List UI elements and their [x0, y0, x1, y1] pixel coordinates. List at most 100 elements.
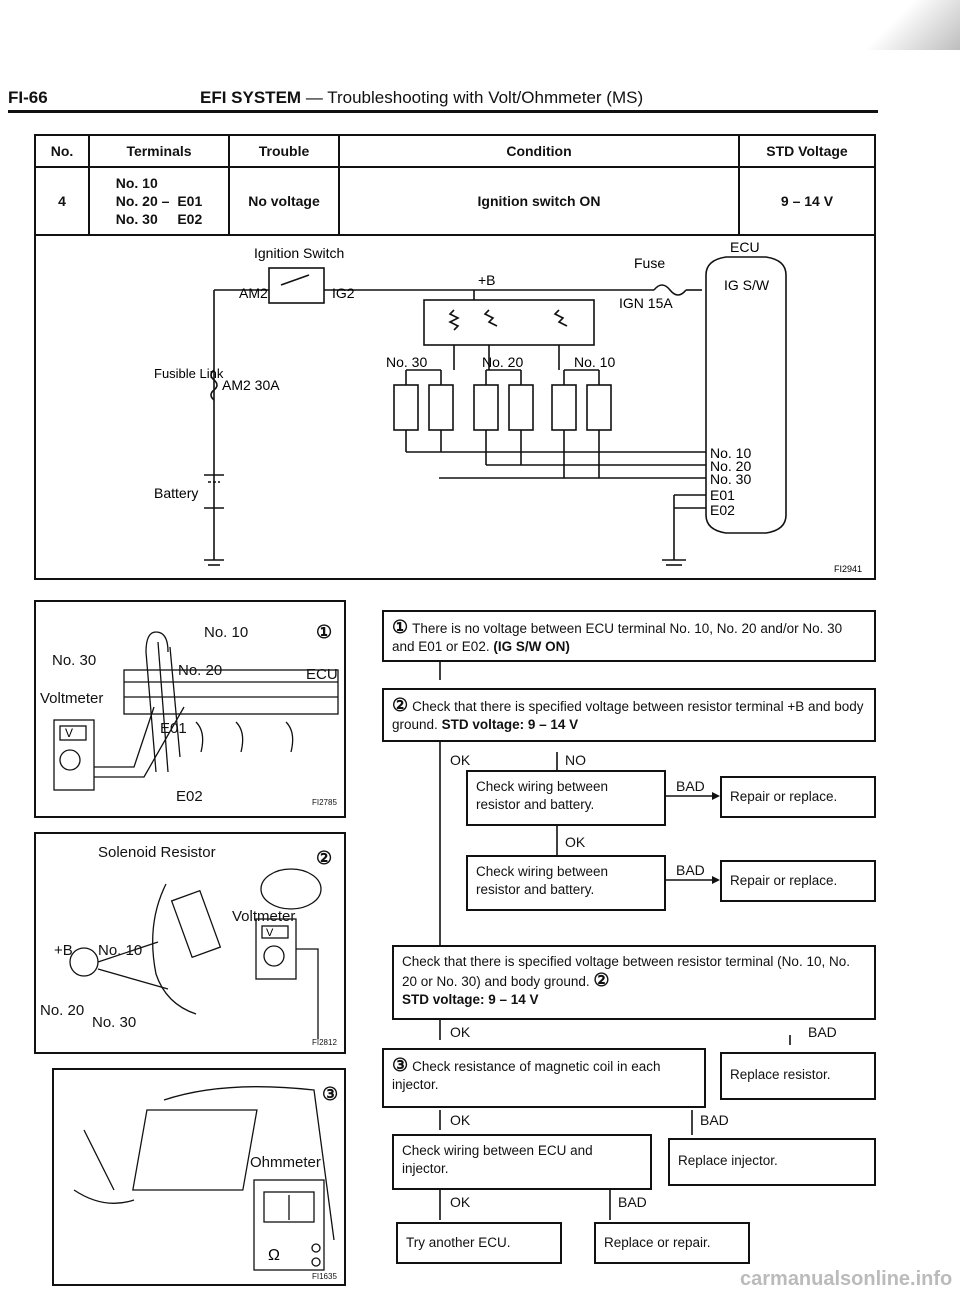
picture-resistor-voltmeter: V ② Solenoid Resistor Voltmeter +B No. 1…	[34, 832, 346, 1054]
step-number: ②	[593, 970, 610, 990]
step-std-voltage: STD voltage: 9 – 14 V	[441, 717, 579, 732]
spec-table: No. Terminals Trouble Condition STD Volt…	[34, 134, 876, 236]
cell-trouble: No voltage	[228, 166, 340, 236]
ohm-symbol: Ω	[268, 1247, 280, 1264]
label-ignition-switch: Ignition Switch	[254, 245, 344, 261]
ecu-terminal-e01: E01	[710, 487, 735, 503]
label-no20: No. 20	[482, 354, 523, 370]
bad-label: BAD	[676, 862, 705, 878]
flow-replace-injector: Replace injector.	[668, 1138, 876, 1186]
step-number: ②	[392, 695, 409, 715]
watermark: carmanualsonline.info	[740, 1268, 953, 1290]
label-plus-b: +B	[478, 272, 496, 288]
label: E02	[176, 788, 203, 805]
label: No. 30	[92, 1014, 137, 1031]
flow-try-another-ecu: Try another ECU.	[396, 1222, 562, 1264]
step-std-voltage: STD voltage: 9 – 14 V	[402, 992, 539, 1007]
page-code: FI-66	[8, 88, 48, 107]
figure-code: FI2785	[312, 798, 337, 807]
label: Solenoid Resistor	[98, 844, 216, 861]
step-badge: ①	[316, 622, 333, 642]
picture-ohmmeter: Ω ③ Ohmmeter FI1635	[52, 1068, 346, 1286]
ok-label: OK	[450, 1024, 471, 1040]
step-number: ①	[392, 617, 409, 637]
cell-terminals: No. 10 No. 20 – No. 30 E01 E02	[88, 166, 230, 236]
cell-no: 4	[34, 166, 90, 236]
ok-label: OK	[450, 752, 471, 768]
label-ig2: IG2	[332, 285, 355, 301]
cell-std-voltage: 9 – 14 V	[738, 166, 876, 236]
figure-code: FI2941	[834, 564, 862, 574]
ok-label: OK	[450, 1112, 471, 1128]
voltmeter-display: V	[266, 927, 274, 939]
label-ig-sw: IG S/W	[724, 277, 770, 293]
label-fuse: Fuse	[634, 255, 665, 271]
label: No. 30	[52, 652, 97, 669]
label-fuse-rating: IGN 15A	[619, 295, 673, 311]
flow-repair-1: Repair or replace.	[720, 776, 876, 818]
col-no: No.	[34, 134, 90, 168]
circuit-diagram-frame	[34, 230, 876, 580]
label-am2-30a: AM2 30A	[222, 377, 280, 393]
step-number: ③	[392, 1055, 409, 1075]
figure-code: FI2812	[312, 1038, 337, 1047]
flow-step-3: Check that there is specified voltage be…	[392, 945, 876, 1020]
spec-header-row: No. Terminals Trouble Condition STD Volt…	[34, 134, 876, 168]
bad-label: BAD	[700, 1112, 729, 1128]
step-condition: (IG S/W ON)	[493, 639, 570, 654]
label-no10: No. 10	[574, 354, 615, 370]
voltmeter-display: V	[65, 726, 73, 740]
label: Voltmeter	[40, 690, 104, 707]
label-no30: No. 30	[386, 354, 427, 370]
page-title: EFI SYSTEM — Troubleshooting with Volt/O…	[200, 88, 644, 107]
label: No. 10	[204, 624, 249, 641]
col-condition: Condition	[338, 134, 740, 168]
step-badge: ③	[322, 1084, 339, 1104]
flow-check-wiring-ecu: Check wiring between ECU and injector.	[392, 1134, 652, 1190]
flow-replace-or-repair: Replace or repair.	[594, 1222, 750, 1264]
label-battery: Battery	[154, 485, 198, 501]
label: No. 10	[98, 942, 143, 959]
col-trouble: Trouble	[228, 134, 340, 168]
ok-label: OK	[450, 1194, 471, 1210]
ecu-terminal-e02: E02	[710, 502, 735, 518]
label-ecu: ECU	[730, 239, 760, 255]
label-am2: AM2	[239, 285, 268, 301]
label: No. 20	[40, 1002, 85, 1019]
ohmmeter-illustration: Ω	[73, 1086, 335, 1271]
no-label: NO	[565, 752, 586, 768]
col-std-voltage: STD Voltage	[738, 134, 876, 168]
cell-condition: Ignition switch ON	[338, 166, 740, 236]
label: E01	[160, 720, 187, 737]
flow-repair-2: Repair or replace.	[720, 860, 876, 902]
ecu-voltmeter-illustration: V	[53, 631, 339, 791]
step-text: There is no voltage between ECU terminal…	[392, 621, 843, 654]
flow-check-wiring-1: Check wiring between resistor and batter…	[466, 770, 666, 826]
label: Ohmmeter	[250, 1154, 321, 1171]
scan-corner-shading	[850, 0, 960, 50]
bad-label: BAD	[676, 778, 705, 794]
step-badge: ②	[316, 848, 333, 868]
label: ECU	[306, 666, 338, 683]
step-text: Check resistance of magnetic coil in eac…	[392, 1059, 661, 1092]
ecu-terminal-no20: No. 20	[710, 458, 751, 474]
label: No. 20	[178, 662, 223, 679]
spec-row: 4 No. 10 No. 20 – No. 30 E01 E02 No volt…	[34, 166, 876, 236]
picture-ecu-voltmeter: V ① No. 10 No. 30 No. 20 ECU Voltmeter E…	[34, 600, 346, 818]
circuit-diagram: Ignition Switch AM2 IG2 +B Fuse IGN 15A …	[154, 239, 862, 574]
bad-label: BAD	[618, 1194, 647, 1210]
label: Voltmeter	[232, 908, 296, 925]
col-terminals: Terminals	[88, 134, 230, 168]
flow-replace-resistor: Replace resistor.	[720, 1052, 876, 1100]
step-text: Check that there is specified voltage be…	[392, 699, 864, 732]
flow-check-wiring-2: Check wiring between resistor and batter…	[466, 855, 666, 911]
label: +B	[54, 942, 73, 959]
step-text: Check that there is specified voltage be…	[402, 954, 850, 989]
ecu-terminal-no30: No. 30	[710, 471, 751, 487]
figure-code: FI1635	[312, 1272, 337, 1281]
bad-label: BAD	[808, 1024, 837, 1040]
